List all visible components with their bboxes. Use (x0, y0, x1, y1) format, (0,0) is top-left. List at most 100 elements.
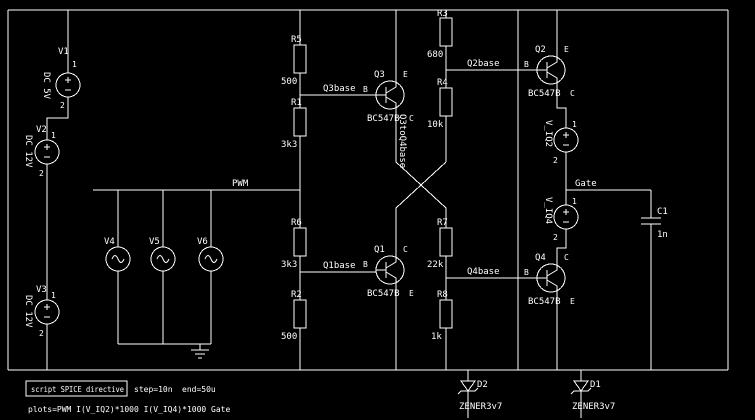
label-r2-value[interactable]: 500 (281, 332, 297, 342)
wire-border-rails[interactable] (7, 9, 729, 371)
resistor-r7-body[interactable] (439, 227, 453, 257)
label-q4-part[interactable]: BC547B (528, 297, 561, 307)
label-v5-name[interactable]: V5 (149, 237, 160, 247)
wire-source-stack[interactable] (46, 10, 69, 370)
label-r8-value[interactable]: 1k (431, 332, 442, 342)
label-v1-value[interactable]: DC 5V (41, 72, 51, 100)
net-label-q3base[interactable]: Q3base (323, 84, 356, 94)
label-d2-part[interactable]: ZENER3v7 (459, 402, 502, 412)
sim-step-text[interactable]: step=10n (134, 385, 173, 394)
wire-pwm-bus[interactable] (93, 189, 300, 247)
label-r4-value[interactable]: 10k (427, 120, 444, 130)
label-c1-value[interactable]: 1n (657, 230, 668, 240)
sine-icon (156, 255, 170, 263)
label-r7-name[interactable]: R7 (437, 218, 448, 228)
diode-d2-body[interactable] (460, 380, 476, 392)
label-v6-name[interactable]: V6 (197, 237, 208, 247)
label-q4-base: B (524, 268, 529, 277)
wire-cross-coupling[interactable] (395, 108, 447, 257)
resistor-r6-body[interactable] (293, 227, 307, 257)
source-v3-polarity (44, 304, 50, 318)
net-label-cross[interactable]: Q3toQ4base (397, 114, 407, 168)
label-r2-name[interactable]: R2 (291, 290, 302, 300)
label-q4-bottom: E (570, 297, 575, 306)
net-label-q4base[interactable]: Q4base (467, 267, 500, 277)
resistor-r2-body[interactable] (293, 299, 307, 329)
diode-d2-zener-bar (457, 387, 479, 395)
label-c1-name[interactable]: C1 (657, 207, 668, 217)
label-q2-bottom: C (570, 89, 575, 98)
label-v1-name[interactable]: V1 (58, 47, 69, 57)
net-label-pwm[interactable]: PWM (232, 179, 249, 189)
resistor-r1-body[interactable] (293, 107, 307, 137)
label-r5-value[interactable]: 500 (281, 77, 297, 87)
label-v2-t2: 2 (39, 169, 44, 178)
source-v5-body[interactable] (150, 246, 176, 272)
wire-q2-branch[interactable] (556, 10, 567, 128)
label-v2-t1: 1 (51, 131, 56, 140)
label-q4-top: C (564, 253, 569, 262)
ground-symbol[interactable] (191, 349, 209, 359)
resistor-r3-body[interactable] (439, 17, 453, 47)
net-label-gate[interactable]: Gate (575, 179, 597, 189)
label-q3-top: E (403, 70, 408, 79)
label-d2-name[interactable]: D2 (477, 380, 488, 390)
label-r1-value[interactable]: 3k3 (281, 140, 297, 150)
diode-d1-zener-bar (570, 387, 592, 395)
source-viq4-polarity (563, 209, 569, 223)
source-v2-body[interactable] (34, 139, 60, 165)
label-v3-name[interactable]: V3 (36, 285, 47, 295)
label-d1-name[interactable]: D1 (590, 380, 601, 390)
label-r6-name[interactable]: R6 (291, 218, 302, 228)
spice-directive-label[interactable]: script SPICE directive (31, 385, 124, 394)
label-q2-part[interactable]: BC547B (528, 89, 561, 99)
source-v3-body[interactable] (34, 299, 60, 325)
source-viq2-body[interactable] (553, 127, 579, 153)
label-viq2-t1: 1 (572, 120, 577, 129)
label-r8-name[interactable]: R8 (437, 290, 448, 300)
label-v2-name[interactable]: V2 (36, 125, 47, 135)
label-viq2-name[interactable]: V_IQ2 (543, 120, 553, 147)
label-q2-name[interactable]: Q2 (535, 45, 546, 55)
resistor-r4-body[interactable] (439, 87, 453, 117)
net-label-q2base[interactable]: Q2base (467, 59, 500, 69)
capacitor-c1-body[interactable] (641, 217, 661, 225)
label-r5-name[interactable]: R5 (291, 35, 302, 45)
label-q1-base: B (363, 260, 368, 269)
label-r4-name[interactable]: R4 (437, 78, 448, 88)
wire-viq-stack[interactable] (556, 152, 567, 265)
label-r1-name[interactable]: R1 (291, 98, 302, 108)
label-q1-part[interactable]: BC547B (367, 289, 400, 299)
resistor-r5-body[interactable] (293, 44, 307, 74)
label-q1-name[interactable]: Q1 (374, 245, 385, 255)
transistor-q4-symbol (537, 265, 558, 291)
label-viq4-name[interactable]: V_IQ4 (543, 197, 553, 224)
source-v1-body[interactable] (55, 72, 81, 98)
label-v4-name[interactable]: V4 (104, 237, 115, 247)
sim-end-text[interactable]: end=50u (182, 385, 216, 394)
label-r7-value[interactable]: 22k (427, 260, 444, 270)
sine-icon (204, 255, 218, 263)
diode-d1-body[interactable] (573, 380, 589, 392)
label-q3-name[interactable]: Q3 (374, 70, 385, 80)
label-v3-value[interactable]: DC 12V (23, 295, 33, 328)
label-d1-part[interactable]: ZENER3v7 (572, 402, 615, 412)
label-q4-name[interactable]: Q4 (535, 253, 546, 263)
source-viq2-polarity (563, 132, 569, 146)
spice-directive-box[interactable] (25, 380, 128, 397)
source-v4-body[interactable] (105, 246, 131, 272)
label-v2-value[interactable]: DC 12V (23, 135, 33, 168)
plot-directive-text[interactable]: plots=PWM I(V_IQ2)*1000 I(V_IQ4)*1000 Ga… (28, 405, 230, 414)
wire-sine-ground[interactable] (117, 271, 212, 350)
transistor-q3-symbol (376, 82, 397, 108)
source-viq4-body[interactable] (553, 204, 579, 230)
resistor-r8-body[interactable] (439, 299, 453, 329)
net-label-q1base[interactable]: Q1base (323, 261, 356, 271)
label-v1-t2: 2 (60, 101, 65, 110)
label-q3-part[interactable]: BC547B (367, 114, 400, 124)
label-r3-name[interactable]: R3 (437, 9, 448, 19)
label-r6-value[interactable]: 3k3 (281, 260, 297, 270)
label-r3-value[interactable]: 680 (427, 50, 443, 60)
source-v6-body[interactable] (198, 246, 224, 272)
